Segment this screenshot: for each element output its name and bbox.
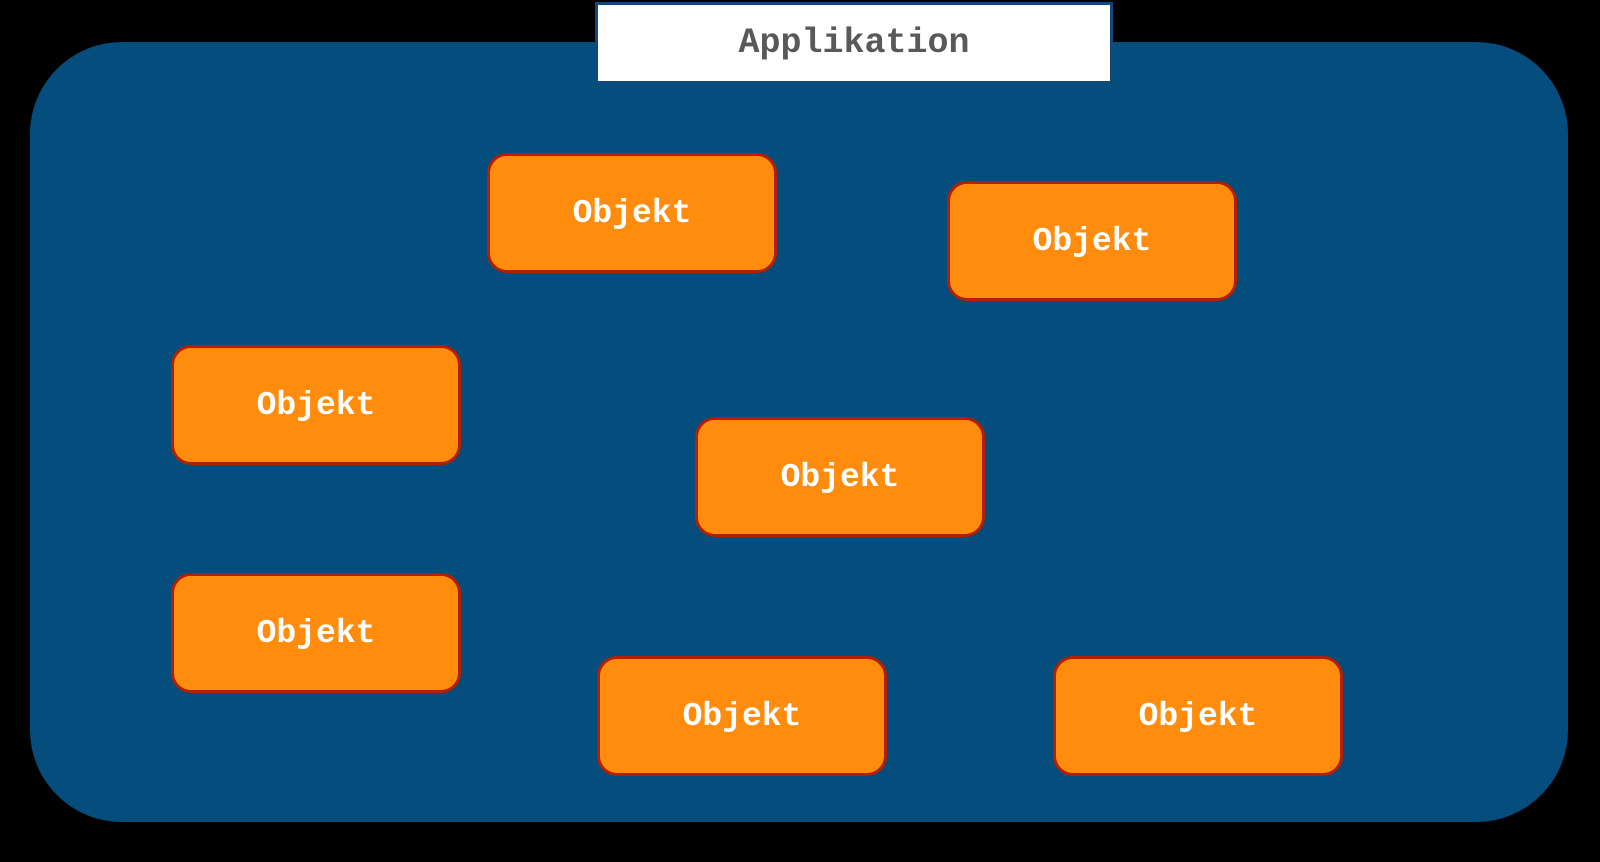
objekt-label: Objekt [1032, 222, 1152, 260]
objekt-node-center: Objekt [695, 417, 985, 537]
objekt-node-bottom-right: Objekt [1053, 656, 1343, 776]
objekt-label: Objekt [572, 194, 692, 232]
objekt-node-top-right: Objekt [947, 181, 1237, 301]
applikation-title-label: Applikation [738, 23, 970, 63]
objekt-node-lower-left: Objekt [171, 573, 461, 693]
objekt-label: Objekt [682, 697, 802, 735]
objekt-node-bottom-center: Objekt [597, 656, 887, 776]
objekt-label: Objekt [256, 386, 376, 424]
objekt-label: Objekt [256, 614, 376, 652]
objekt-node-top-center: Objekt [487, 153, 777, 273]
objekt-label: Objekt [780, 458, 900, 496]
objekt-node-mid-left: Objekt [171, 345, 461, 465]
objekt-label: Objekt [1138, 697, 1258, 735]
applikation-title-box: Applikation [595, 2, 1113, 84]
